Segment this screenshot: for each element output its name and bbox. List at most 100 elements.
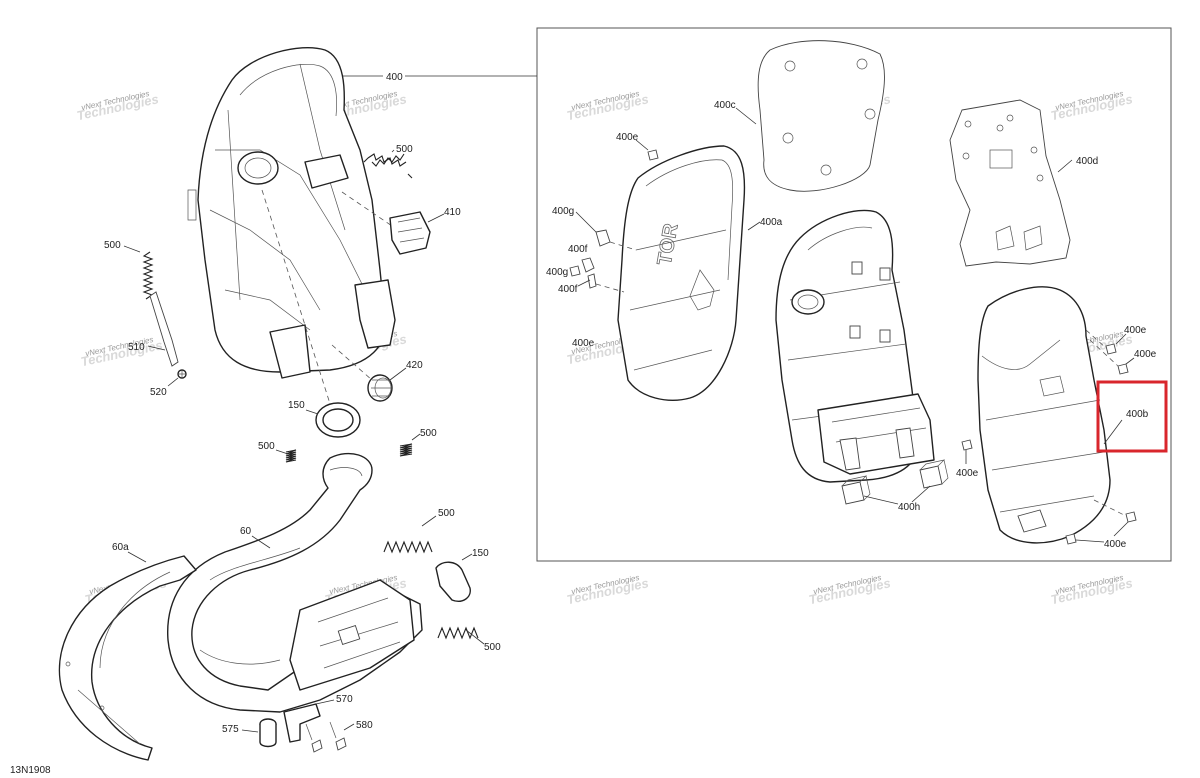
knob-420 <box>367 374 393 402</box>
callout-580: 580 <box>356 720 373 731</box>
highlight-box-400b <box>1096 380 1168 453</box>
detail-view-frame <box>536 27 1172 562</box>
watermark: Technologies vNext Technologies <box>1049 89 1134 123</box>
leader-400e-top <box>635 139 649 151</box>
spring-500-top <box>363 153 413 179</box>
leader-420 <box>389 367 407 381</box>
nut-400e-right-a <box>1105 343 1117 355</box>
callout-400f-upper: 400f <box>568 244 588 255</box>
bolt-580-b <box>329 721 347 751</box>
nut-400e-mid <box>961 439 973 451</box>
alignment-line <box>609 241 637 251</box>
gasket-sheet-400d <box>949 99 1071 267</box>
diagram-code: 13N1908 <box>10 765 51 776</box>
spring-500-pipe-lower <box>437 626 479 640</box>
leader-500-mid-left <box>275 449 289 455</box>
alignment-line <box>1089 339 1119 367</box>
callout-575: 575 <box>222 724 239 735</box>
callout-60: 60 <box>240 526 252 537</box>
clip-410 <box>389 211 431 255</box>
spring-500-left <box>142 251 154 300</box>
leader-400d <box>1057 159 1073 173</box>
callout-400e-mid: 400e <box>956 468 979 479</box>
leader-500-top <box>391 149 395 153</box>
callout-400f-lower: 400f <box>558 284 578 295</box>
clip-400f-upper <box>581 257 595 273</box>
leader-400e-right-b <box>1125 357 1135 365</box>
leader-400h-b <box>911 485 931 503</box>
leader-400e-bottom-b <box>1075 539 1105 543</box>
leader-400b <box>1103 419 1123 445</box>
alignment-line <box>261 189 333 411</box>
leader-500-pipe-upper <box>421 515 437 527</box>
rear-mount <box>354 279 396 349</box>
leader-500-pipe-lower <box>465 629 485 645</box>
alignment-line <box>1093 499 1127 517</box>
leader-150-right <box>461 553 473 561</box>
leader-400a <box>747 221 761 231</box>
callout-500-top: 500 <box>396 144 413 155</box>
nut-400e-right-b <box>1117 363 1129 375</box>
callout-570: 570 <box>336 694 353 705</box>
leader-400f-lower <box>577 279 591 287</box>
spring-500-pipe-upper <box>383 540 433 554</box>
callout-400e-right-a: 400e <box>1124 325 1147 336</box>
gasket-ring-150 <box>315 402 361 438</box>
alignment-line <box>595 283 625 293</box>
clip-400f-lower <box>587 273 597 289</box>
callout-400g-lower: 400g <box>546 267 568 278</box>
callout-400e-top: 400e <box>616 132 639 143</box>
bushing-575 <box>259 718 277 748</box>
callout-400e-bottom: 400e <box>1104 539 1127 550</box>
callout-500-mid-right: 500 <box>420 428 437 439</box>
leader-510 <box>147 345 166 351</box>
leader-400c <box>735 107 757 125</box>
callout-500-pipe-upper: 500 <box>438 508 455 519</box>
spring-500-mid-left <box>285 449 297 463</box>
watermark: Technologies vNext Technologies <box>1049 573 1134 607</box>
callout-400h: 400h <box>898 502 920 513</box>
leader-400e-bottom-a <box>1113 521 1129 537</box>
leader-500-left <box>123 245 141 253</box>
callout-500-pipe-lower: 500 <box>484 642 501 653</box>
lower-mount <box>269 324 311 379</box>
callout-500-left: 500 <box>104 240 121 251</box>
gasket-sheet-400c <box>757 40 885 192</box>
gasket-150-right <box>435 561 471 602</box>
callout-410: 410 <box>444 207 461 218</box>
callout-510: 510 <box>128 342 145 353</box>
callout-400e-right-b: 400e <box>1134 349 1157 360</box>
callout-400c: 400c <box>714 100 736 111</box>
watermark: Technologies vNext Technologies <box>565 573 650 607</box>
screw-520 <box>177 369 187 379</box>
callout-150: 150 <box>288 400 305 411</box>
callout-400b: 400b <box>1126 409 1149 420</box>
leader-410 <box>427 213 445 223</box>
muffler-cover-400a: TOR <box>617 145 746 401</box>
leader-570 <box>315 699 335 705</box>
clip-400g-upper <box>595 229 611 247</box>
leader-500-mid-right <box>411 433 421 441</box>
callout-520: 520 <box>150 387 167 398</box>
rear-cover-400b <box>977 286 1111 544</box>
watermark: Technologies vNext Technologies <box>565 89 650 123</box>
callout-60a: 60a <box>112 542 129 553</box>
leader-520 <box>167 377 179 387</box>
callout-150-right: 150 <box>472 548 489 559</box>
spring-500-mid-right <box>399 443 413 457</box>
leader-150 <box>305 409 319 415</box>
bolt-580-a <box>305 723 323 753</box>
leader-400h-a <box>863 495 899 505</box>
callout-400d: 400d <box>1076 156 1098 167</box>
rubber-block-400h-a <box>841 475 871 505</box>
callout-400g-upper: 400g <box>552 206 574 217</box>
leader-60a <box>127 551 147 563</box>
alignment-line <box>1085 329 1107 349</box>
strap-510 <box>149 291 179 367</box>
alignment-line <box>341 191 396 229</box>
watermark: Technologies vNext Technologies <box>75 89 160 123</box>
rubber-block-400h-b <box>919 459 949 489</box>
callout-400: 400 <box>386 72 403 83</box>
